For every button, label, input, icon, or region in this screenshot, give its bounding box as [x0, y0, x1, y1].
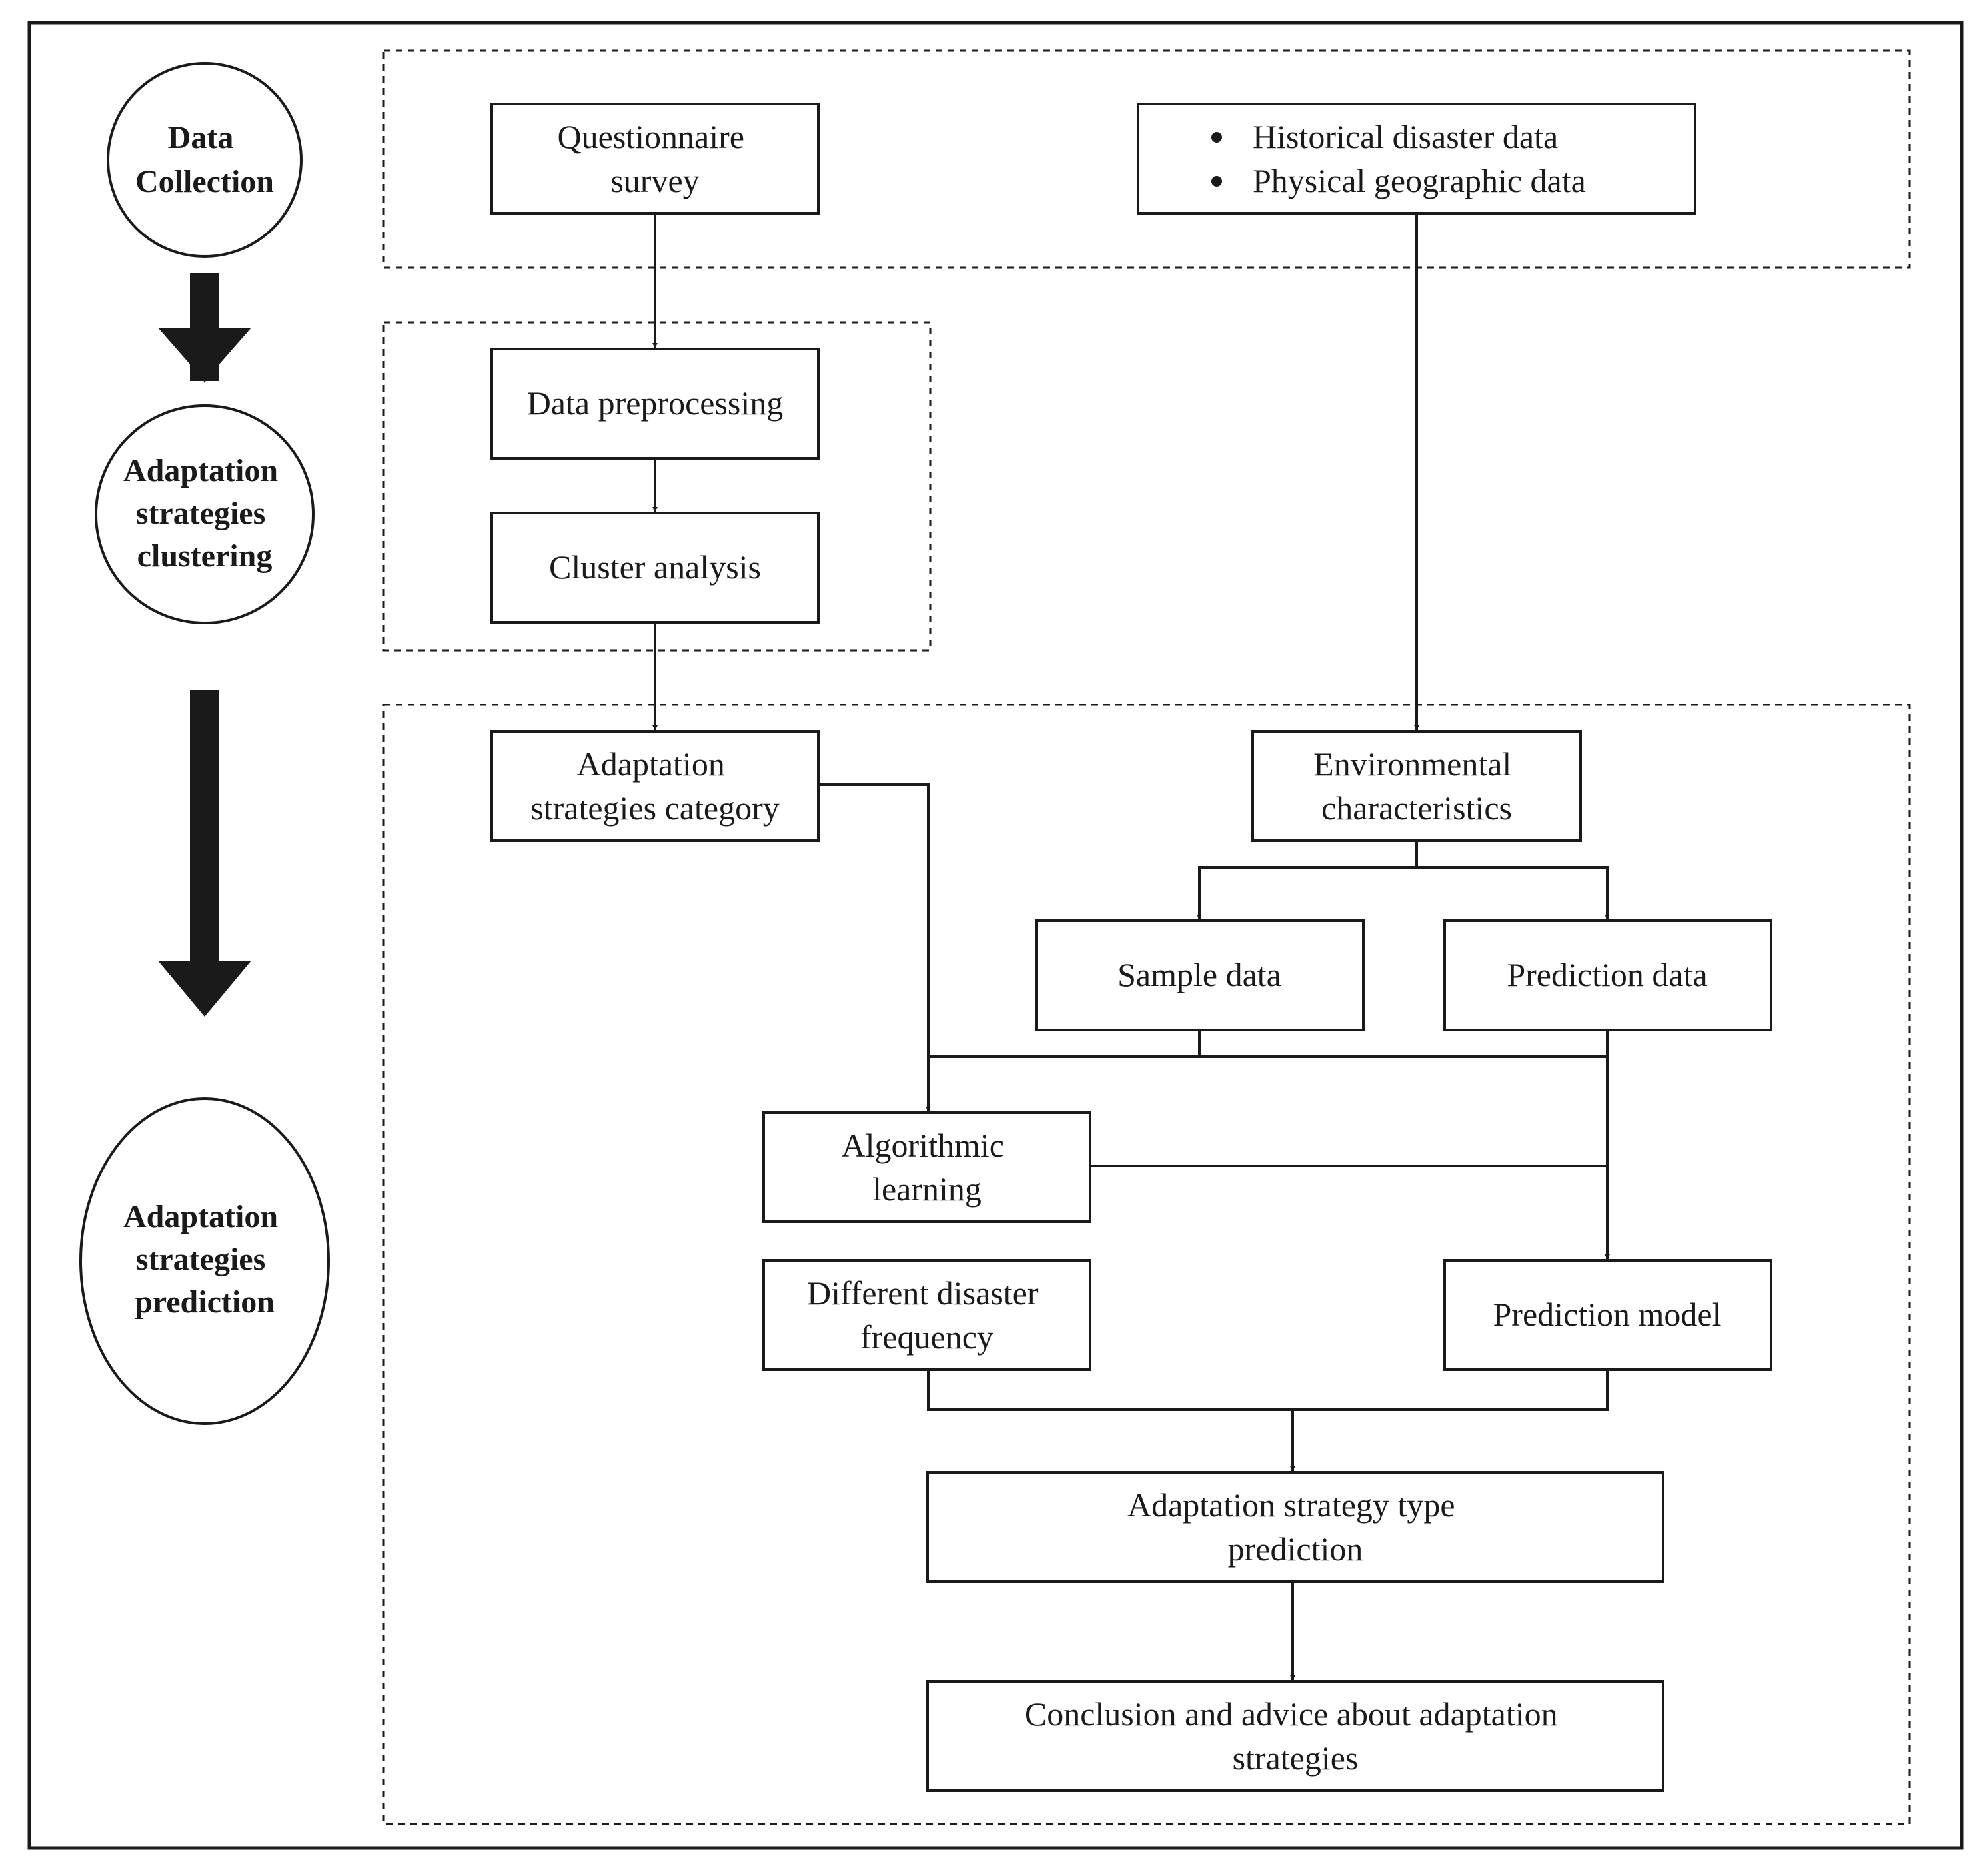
- svg-text:Adaptation strategies ca: Adaptation strategies category: [530, 745, 779, 827]
- stage-clustering-line-1: Adaptation: [123, 453, 278, 488]
- box-cluster-line-1: Cluster analysis: [549, 548, 761, 586]
- box-sample-line-1: Sample data: [1117, 956, 1281, 993]
- box-questionnaire-line-1: Questionnaire: [558, 118, 744, 155]
- svg-text:Historical disaster data: Historical disaster data Physical geogra…: [1253, 118, 1586, 199]
- prediction-group: [382, 704, 1911, 1825]
- stage-prediction-line-2: strategies: [136, 1242, 266, 1277]
- edge-category-to-algorithmic: [820, 783, 931, 1112]
- box-type-prediction: Adaptation strategy type prediction: [926, 1471, 1664, 1583]
- svg-text:Data preprocessing: Data preprocessing: [527, 384, 784, 422]
- stage-collection-line-2: Collection: [135, 164, 274, 199]
- svg-text:Environmental characteri: Environmental characteristics: [1313, 745, 1520, 827]
- stage-prediction-label: Adaptation strategies prediction: [123, 1199, 286, 1320]
- box-frequency-line-2: frequency: [860, 1318, 993, 1356]
- box-questionnaire-line-2: survey: [610, 162, 699, 199]
- svg-text:Different disaster frequ: Different disaster frequency: [807, 1274, 1047, 1356]
- box-prediction-data: Prediction data: [1443, 919, 1772, 1031]
- svg-text:Sample data: Sample data: [1117, 956, 1281, 993]
- stage-prediction-ellipse: [79, 1097, 330, 1425]
- box-type-prediction-line-1: Adaptation strategy type: [1127, 1486, 1455, 1524]
- box-environmental-line-1: Environmental: [1313, 745, 1511, 783]
- box-environmental-line-2: characteristics: [1321, 789, 1512, 827]
- box-frequency-line-1: Different disaster: [807, 1274, 1039, 1312]
- box-algorithmic-line-2: learning: [872, 1171, 982, 1208]
- box-prediction-data-line-1: Prediction data: [1507, 956, 1707, 993]
- stage-clustering-label: Adaptation strategies clustering: [123, 453, 286, 574]
- stage-clustering-ellipse: [95, 404, 315, 624]
- box-historical-line-1: Historical disaster data: [1253, 118, 1558, 155]
- stage-arrow-1-head: [158, 328, 251, 381]
- stage-arrow-2-shaft: [190, 690, 219, 963]
- bullet-icon: [1211, 176, 1222, 187]
- box-category-line-1: Adaptation: [577, 745, 725, 783]
- box-environmental: Environmental characteristics: [1251, 730, 1582, 842]
- clustering-group: [382, 321, 932, 652]
- edge-frequency-join: [927, 1370, 1609, 1411]
- edge-environmental-split: [1198, 841, 1418, 919]
- stage-collection-label: Data Collection: [135, 120, 274, 199]
- box-conclusion-line-1: Conclusion and advice about adaptation: [1025, 1695, 1558, 1733]
- svg-text:Cluster analysis: Cluster analysis: [549, 548, 761, 586]
- stage-collection-line-1: Data: [168, 120, 234, 155]
- svg-text:Conclusion and advice about ad: Conclusion and advice about adaptation s…: [1025, 1695, 1566, 1777]
- box-sample: Sample data: [1035, 919, 1365, 1031]
- box-conclusion: Conclusion and advice about adaptation s…: [926, 1680, 1664, 1792]
- svg-text:Adaptation strategy type: Adaptation strategy type prediction: [1127, 1486, 1463, 1568]
- box-algorithmic-line-1: Algorithmic: [842, 1127, 1004, 1164]
- box-historical-data: Historical disaster data Physical geogra…: [1137, 103, 1696, 215]
- outer-frame: [27, 21, 1964, 1850]
- svg-text:Prediction model: Prediction model: [1493, 1296, 1722, 1333]
- box-preprocessing: Data preprocessing: [490, 348, 820, 460]
- box-model-line-1: Prediction model: [1493, 1296, 1722, 1333]
- bullet-icon: [1211, 132, 1222, 143]
- box-questionnaire: Questionnaire survey: [490, 103, 820, 215]
- svg-text:Algorithmic learning: Algorithmic learning: [842, 1127, 1013, 1208]
- box-historical-line-2: Physical geographic data: [1253, 162, 1586, 199]
- box-model: Prediction model: [1443, 1259, 1772, 1371]
- box-type-prediction-line-2: prediction: [1228, 1530, 1363, 1568]
- stage-prediction-line-1: Adaptation: [123, 1199, 278, 1234]
- box-cluster: Cluster analysis: [490, 512, 820, 624]
- edge-sample-join: [928, 1030, 1201, 1058]
- collection-group: [382, 49, 1911, 269]
- svg-text:Questionnaire survey: Questionnaire survey: [558, 118, 753, 199]
- box-conclusion-line-2: strategies: [1233, 1739, 1359, 1777]
- edge-environmental-to-prediction-data: [1417, 866, 1610, 920]
- stage-prediction-line-3: prediction: [135, 1284, 275, 1320]
- stage-arrow-2-head: [158, 961, 251, 1017]
- stage-clustering-line-3: clustering: [137, 538, 273, 574]
- box-algorithmic: Algorithmic learning: [762, 1111, 1091, 1223]
- box-frequency: Different disaster frequency: [762, 1259, 1091, 1371]
- stage-clustering-line-2: strategies: [136, 496, 266, 531]
- svg-text:Prediction data: Prediction data: [1507, 956, 1707, 993]
- box-category-line-2: strategies category: [530, 789, 779, 827]
- box-preprocessing-line-1: Data preprocessing: [527, 384, 784, 422]
- box-category: Adaptation strategies category: [490, 730, 820, 842]
- stage-collection-ellipse: [107, 62, 303, 258]
